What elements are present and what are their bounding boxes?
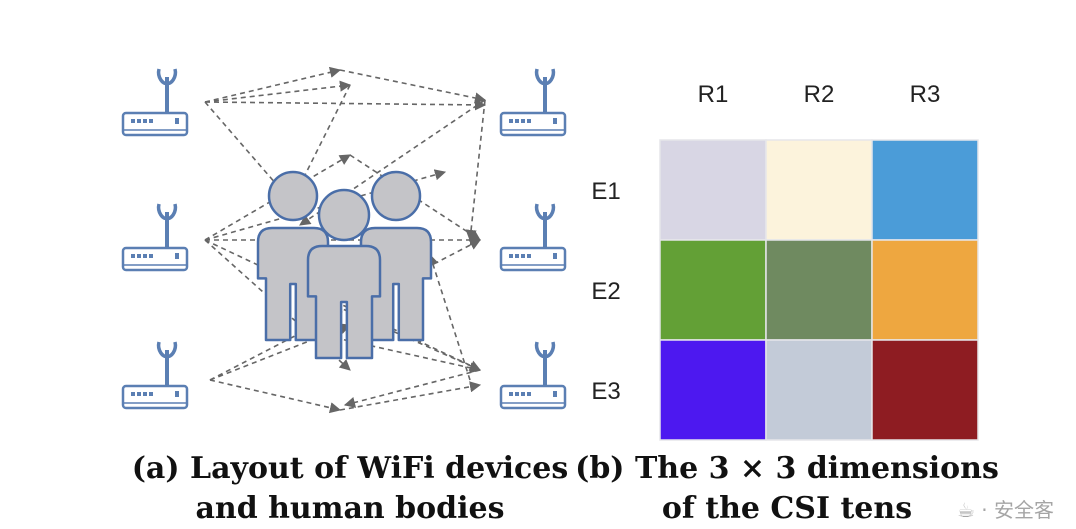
wifi-router-icon: [499, 68, 567, 137]
watermark: ☕ · 安全客: [956, 498, 1054, 522]
signal-path: [204, 66, 342, 103]
signal-path: [204, 80, 352, 103]
caption-a-line2: and human bodies: [195, 491, 505, 526]
tensor-cell-E1-R3: [871, 139, 979, 241]
wifi-router-icon: [121, 341, 189, 410]
signal-path: [339, 69, 487, 104]
signal-path: [299, 99, 486, 226]
emitter-label: E1: [591, 178, 620, 205]
receiver-label: R3: [910, 81, 941, 108]
wifi-router-icon: [121, 203, 189, 272]
tensor-cell-E2-R1: [659, 239, 767, 341]
tensor-cell-E2-R2: [765, 239, 873, 341]
wifi-router-icon: [121, 68, 189, 137]
human-bodies: [256, 170, 433, 360]
emitter-label: E3: [591, 378, 620, 405]
caption-b: (b) The 3 × 3 dimensions of the CSI tens: [572, 449, 1002, 529]
signal-path: [349, 154, 481, 241]
tensor-cell-E2-R3: [871, 239, 979, 341]
tensor-cell-E1-R1: [659, 139, 767, 241]
emitter-label: E2: [591, 278, 620, 305]
signal-path: [209, 379, 342, 414]
tensor-cell-E1-R2: [765, 139, 873, 241]
signal-path: [204, 99, 487, 111]
receiver-labels: R1 R2 R3: [698, 81, 941, 108]
signal-path: [343, 369, 481, 408]
person-center: [306, 188, 382, 360]
signal-path: [465, 99, 486, 242]
csi-tensor-grid: [659, 139, 979, 441]
caption-a-line1: (a) Layout of WiFi devices: [131, 451, 569, 486]
receiver-label: R1: [698, 81, 729, 108]
signal-path: [209, 323, 352, 381]
tensor-cell-E3-R2: [765, 339, 873, 441]
receiver-label: R2: [804, 81, 835, 108]
caption-b-line2: of the CSI tens: [661, 491, 913, 526]
signal-path: [339, 381, 482, 411]
caption-a: (a) Layout of WiFi devices and human bod…: [110, 449, 590, 529]
tensor-cell-E3-R3: [871, 339, 979, 441]
wifi-router-icon: [499, 341, 567, 410]
tensor-cell-E3-R1: [659, 339, 767, 441]
caption-b-line1: (b) The 3 × 3 dimensions: [575, 451, 999, 486]
signal-path: [204, 239, 482, 371]
wifi-router-icon: [499, 203, 567, 272]
wifi-routers: [121, 68, 567, 410]
signal-path: [427, 253, 471, 381]
